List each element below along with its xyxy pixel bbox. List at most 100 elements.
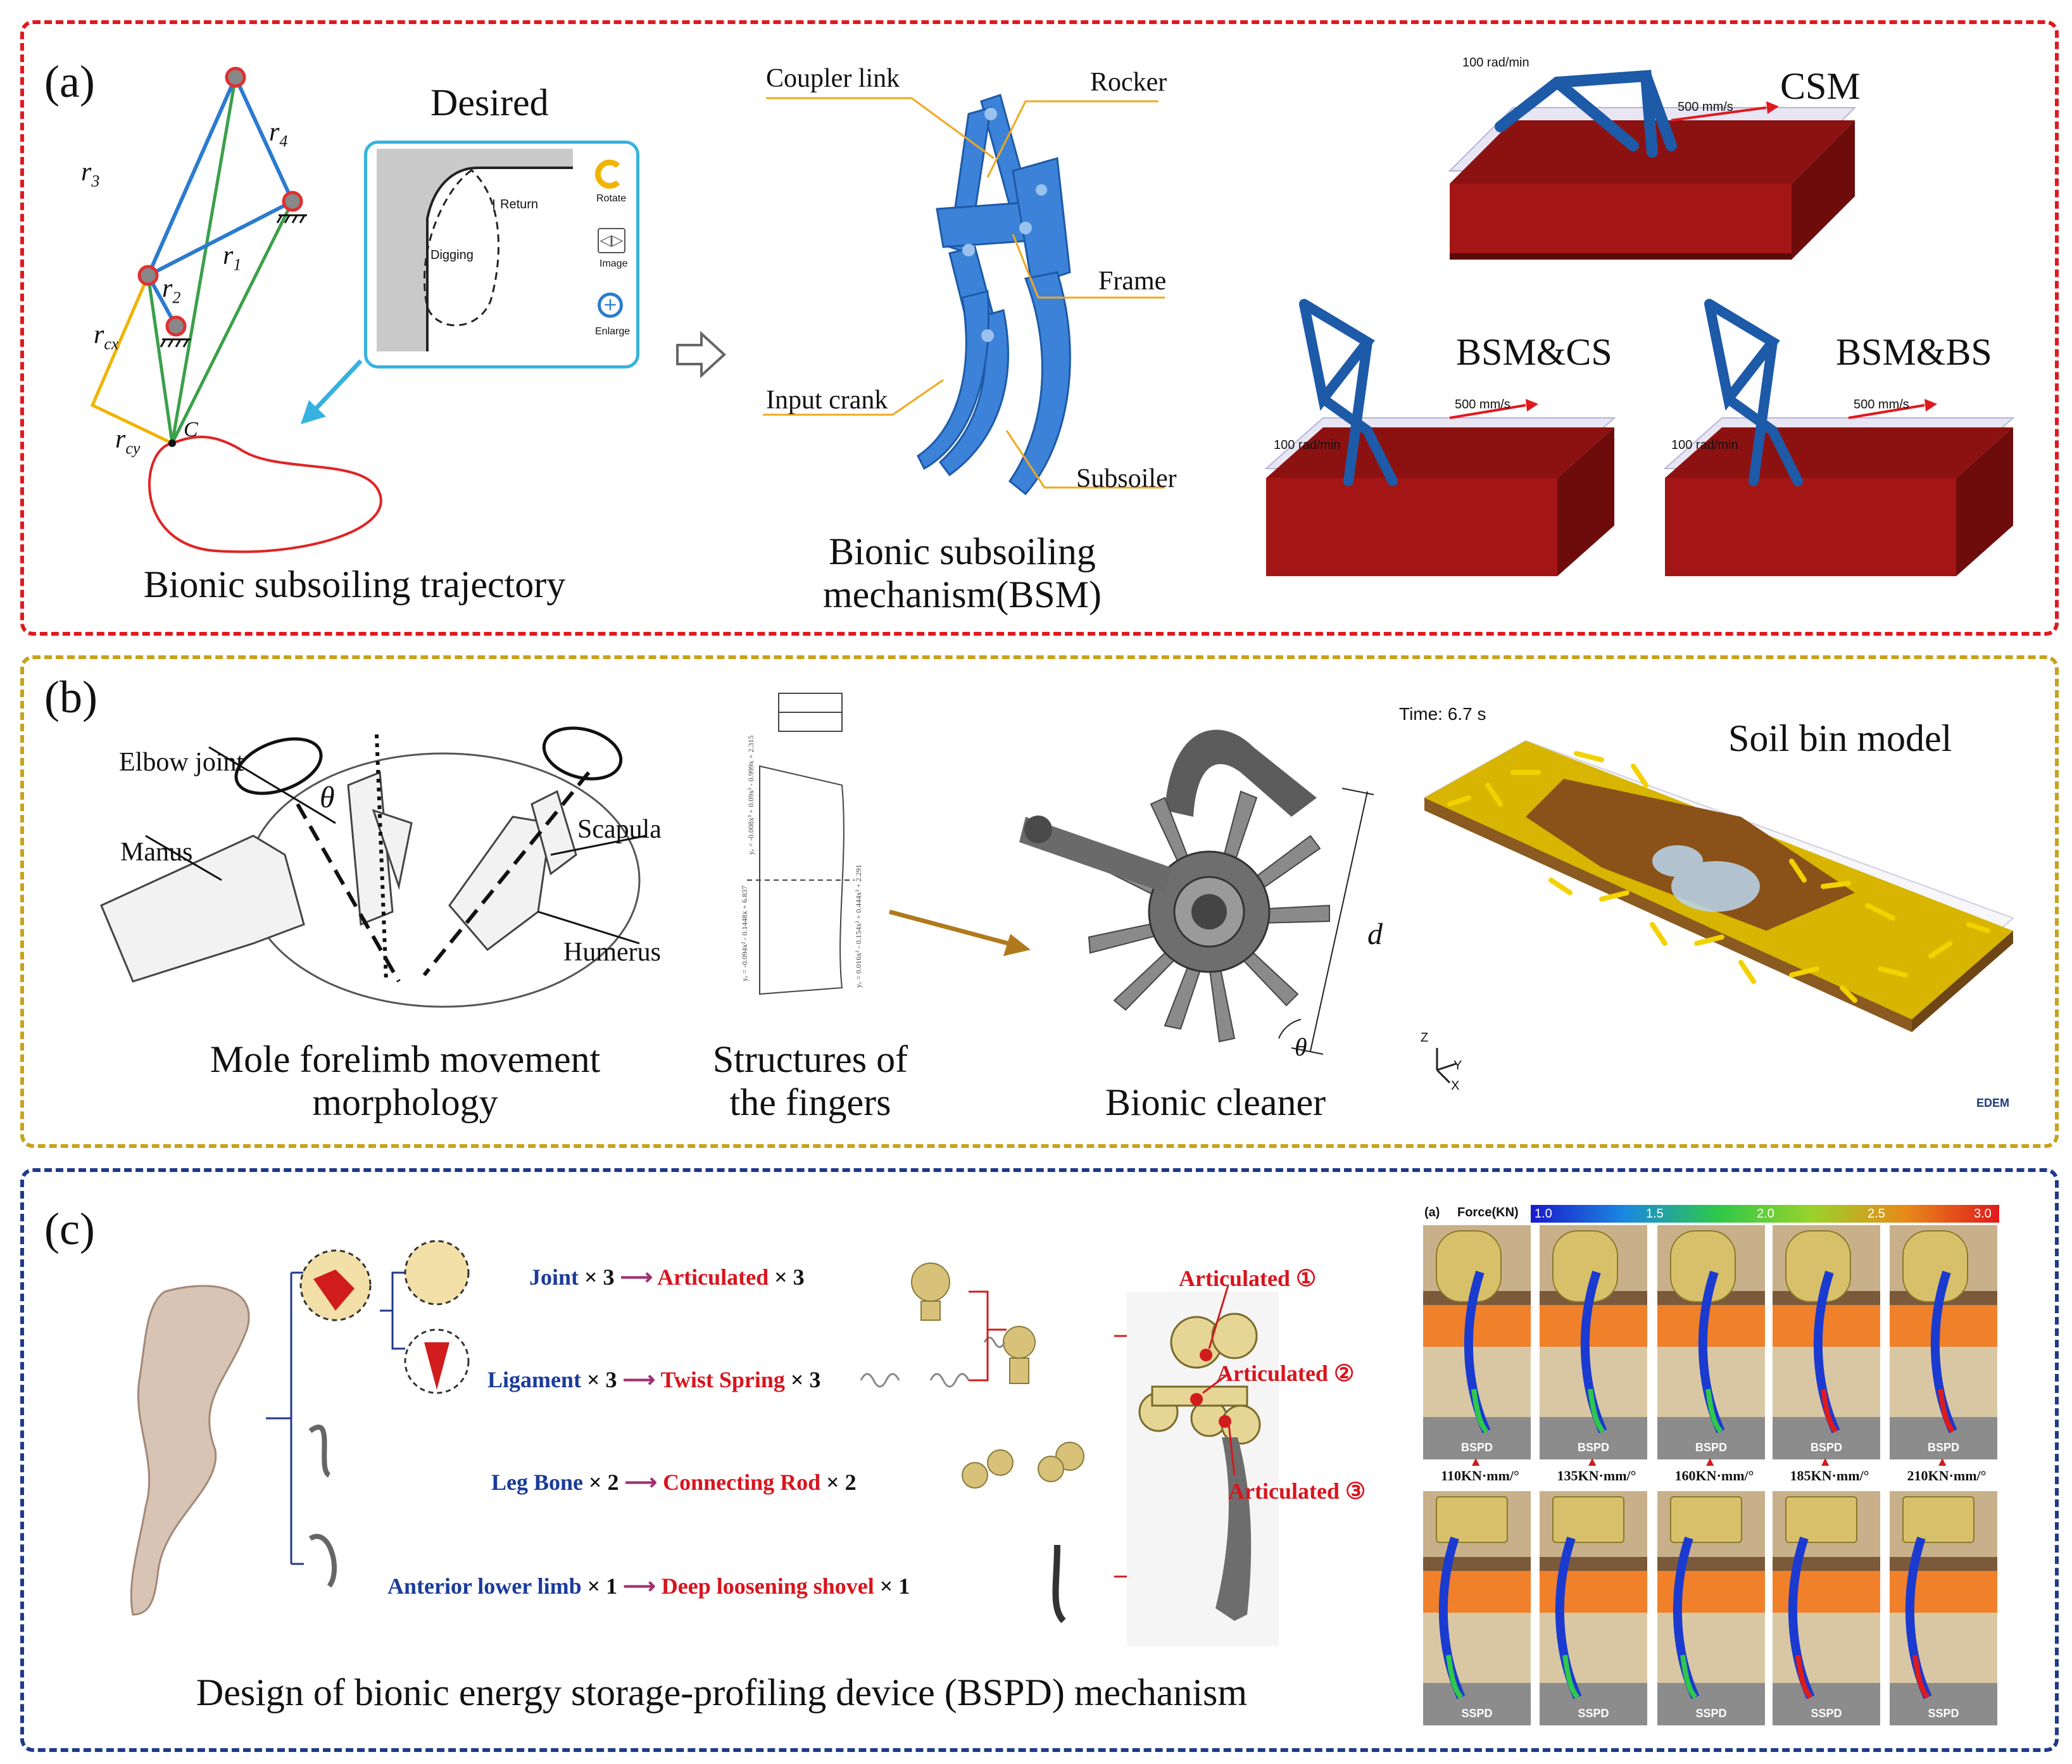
shovel-stress-plot (1555, 1536, 1582, 1699)
scapula-label: Scapula (577, 815, 662, 844)
rotate-icon[interactable] (595, 160, 624, 189)
sim-time: Time: 6.7 s (1399, 704, 1486, 724)
map-dst-limb-mult: × 1 (874, 1573, 910, 1599)
soil-layer (1423, 1304, 1531, 1347)
r3-sub: 3 (91, 172, 100, 191)
map-dst-legbone: Connecting Rod (663, 1470, 821, 1495)
shovel-tip-stress (1821, 1389, 1838, 1433)
blue-pointer-arrow (301, 359, 363, 424)
map-src-legbone: Leg Bone (491, 1470, 584, 1495)
shovel-stress-plot (1698, 1270, 1725, 1433)
caption-mole-line1: Mole forelimb movement (210, 1038, 601, 1080)
r2-sub: 2 (172, 288, 181, 307)
rcy-sub: cy (125, 439, 141, 458)
image-icon[interactable]: ◁▷ (598, 228, 625, 253)
caption-bsm-line2: mechanism(BSM) (823, 574, 1102, 615)
panel-b-frame (20, 655, 2059, 1148)
soil-bin-model (1422, 740, 2014, 1084)
shovel-tip-stress (1446, 1654, 1464, 1699)
mapping-icons-2 (404, 1240, 470, 1394)
bspd-tile-label: BSPD (1460, 1441, 1493, 1454)
force-tick-1: 1.0 (1535, 1207, 1552, 1221)
map-dst-ligament-mult: × 3 (784, 1367, 821, 1392)
map-src-joint: Joint (529, 1264, 579, 1290)
bsm-bs-speed: 500 mm/s (1854, 398, 1909, 412)
bsm-cs-speed: 500 mm/s (1455, 398, 1510, 412)
rotate-label: Rotate (596, 193, 627, 204)
mapping-brackets (266, 1271, 304, 1565)
soil-layer (1423, 1417, 1531, 1459)
caption-trajectory: Bionic subsoiling trajectory (143, 564, 566, 605)
finger-structure-drawing: yₑ = -0.094x² - 0.1448x + 6.837 yᵥ = 0.0… (740, 693, 863, 995)
shovel-tip-stress (1705, 1389, 1723, 1433)
map-dst-legbone-mult: × 2 (820, 1470, 857, 1495)
soil-sim-bsm-bs (1663, 299, 2015, 576)
caption-cleaner: Bionic cleaner (1105, 1081, 1326, 1123)
sspd-sim-tile: SSPD (1540, 1491, 1647, 1725)
shovel-stress-plot (1813, 1270, 1840, 1433)
soil-layer (1890, 1304, 1997, 1347)
theta-label-cleaner: θ (1295, 1033, 1307, 1061)
bspd-tile-label: BSPD (1577, 1441, 1609, 1454)
sspd-sim-tile: SSPD (1423, 1491, 1531, 1725)
caption-bsm-line1: Bionic subsoiling (829, 531, 1096, 572)
soil-layer (1773, 1417, 1880, 1459)
image-label: Image (600, 258, 628, 269)
shovel-tip-stress (1938, 1389, 1956, 1433)
map-src-legbone-mult: × 2 (583, 1470, 619, 1495)
enlarge-label: Enlarge (595, 326, 631, 337)
stiffness-label: 135KN·mm/° (1557, 1468, 1636, 1484)
bionic-cleaner-model (1019, 729, 1374, 1055)
edem-logo: EDEM (1976, 1097, 2010, 1109)
svg-text:yᵥ = 0.016x² - 0.154x² + 0.444: yᵥ = 0.016x² - 0.154x² + 0.444x² + 2.291 (854, 864, 863, 988)
force-tick-3: 2.0 (1757, 1207, 1774, 1221)
device-head (1785, 1496, 1857, 1543)
bsm-cs-rad: 100 rad/min (1274, 438, 1341, 452)
bspd-assembly (1127, 1292, 1279, 1646)
bspd-sim-tile: BSPD (1423, 1225, 1531, 1459)
bspd-tile-label: BSPD (1810, 1441, 1842, 1454)
shovel-tip-stress (1562, 1654, 1580, 1699)
device-head (1902, 1230, 1968, 1302)
csm-label: CSM (1780, 65, 1861, 107)
enlarge-icon[interactable]: + (598, 293, 623, 318)
shovel-tip-stress (1680, 1654, 1698, 1699)
map-src-limb-mult: × 1 (581, 1573, 618, 1599)
frame-label: Frame (1098, 267, 1167, 296)
soil-layer (1773, 1683, 1880, 1725)
map-src-limb: Anterior lower limb (387, 1573, 582, 1599)
r1-label: r (223, 241, 234, 270)
r1-sub: 1 (233, 255, 242, 274)
linkage-diagram (90, 66, 382, 553)
sspd-tile-label: SSPD (1461, 1707, 1493, 1720)
sspd-sim-tile: SSPD (1890, 1491, 1997, 1725)
csm-rad: 100 rad/min (1462, 56, 1529, 70)
sim-tag: (a) (1424, 1206, 1440, 1219)
shovel-stress-plot (1905, 1536, 1932, 1699)
trajectory-curve (148, 436, 382, 553)
map-dst-joint: Articulated (657, 1264, 769, 1290)
soil-layer (1540, 1304, 1647, 1347)
bspd-sim-tile: BSPD (1657, 1225, 1765, 1459)
stiffness-marker: ▲ (1588, 1455, 1597, 1467)
r3-label: r (81, 158, 92, 187)
elbow-joint-label: Elbow joint (119, 748, 244, 777)
mole-forelimb-sketch (100, 726, 646, 1008)
svg-text:yₑ = -0.008x³ + 0.09x² - 0.999: yₑ = -0.008x³ + 0.09x² - 0.999x + 2.315 (746, 735, 755, 855)
map-dst-joint-mult: × 3 (769, 1264, 805, 1290)
stiffness-marker: ▲ (1938, 1455, 1947, 1467)
desired-digging: Digging (430, 248, 474, 262)
coupler-offset (90, 275, 173, 445)
bspd-sim-tile: BSPD (1540, 1225, 1647, 1459)
svg-text:yₑ = -0.094x² - 0.1448x + 6.83: yₑ = -0.094x² - 0.1448x + 6.837 (740, 886, 749, 981)
bspd-tile-label: BSPD (1927, 1441, 1959, 1454)
rcy-label: r (115, 425, 126, 454)
map-arrow-legbone: ⟶ (618, 1470, 663, 1495)
subsoiler-label: Subsoiler (1076, 464, 1177, 493)
articulated-1-label: Articulated ① (1179, 1266, 1317, 1291)
input-crank-label: Input crank (766, 386, 888, 415)
stiffness-label: 185KN·mm/° (1790, 1468, 1869, 1484)
desired-trajectory (377, 149, 573, 351)
theta-label-mole: θ (320, 781, 335, 814)
soil-layer (1773, 1304, 1880, 1347)
